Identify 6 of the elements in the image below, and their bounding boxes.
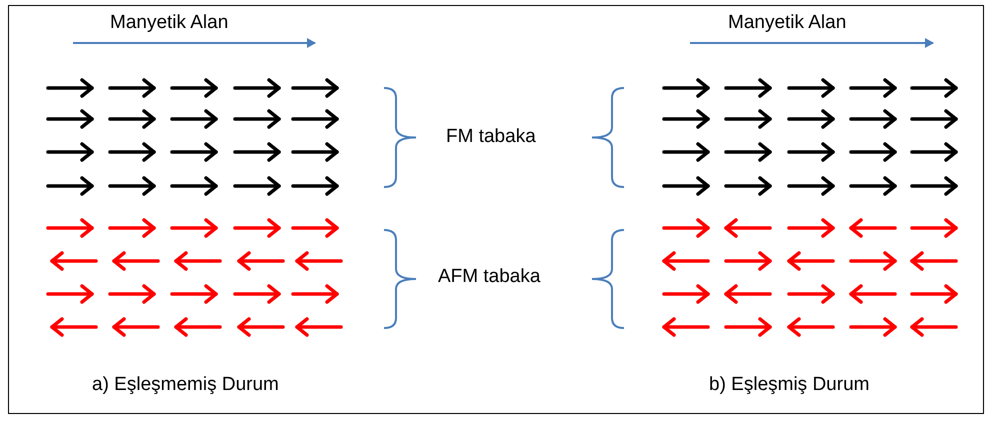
field-label: Manyetik Alan [728, 12, 846, 34]
state-caption: b) Eşleşmiş Durum [709, 374, 870, 396]
layer-label: FM tabaka [446, 126, 536, 148]
layer-label: AFM tabaka [438, 266, 540, 288]
field-label: Manyetik Alan [110, 12, 228, 34]
state-caption: a) Eşleşmemiş Durum [92, 374, 279, 396]
